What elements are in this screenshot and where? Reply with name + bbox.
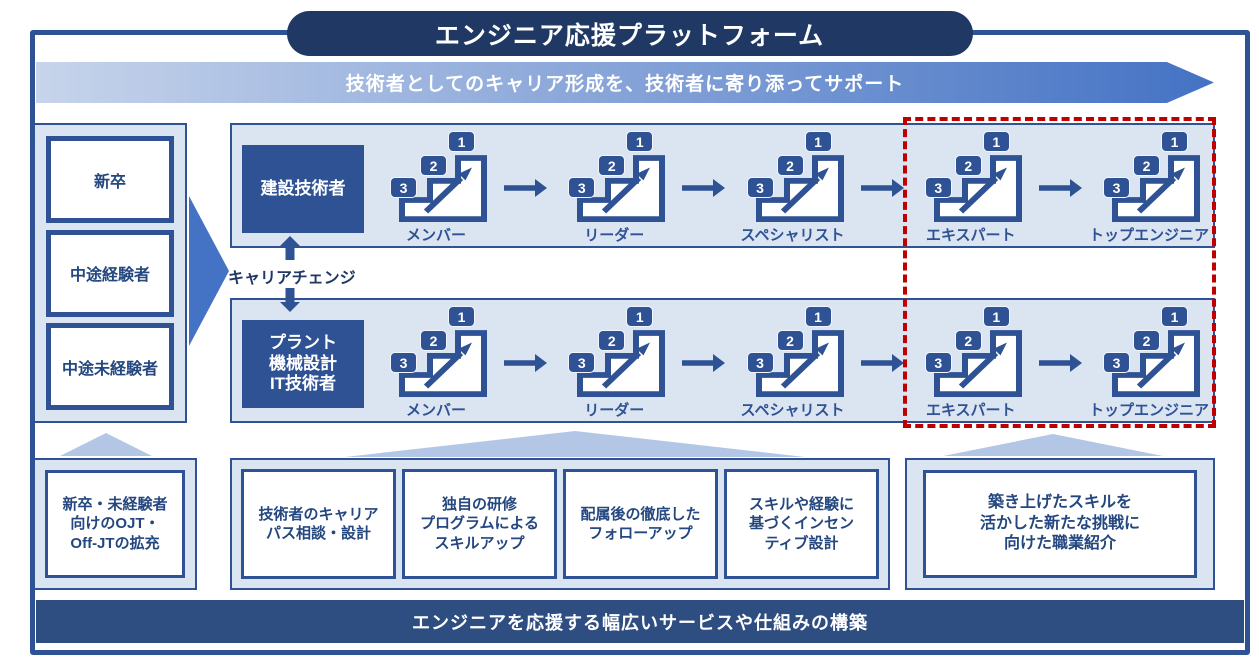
level-badge-1: 1: [1161, 306, 1188, 327]
stairs-up-icon: 1 2 3: [741, 131, 845, 223]
level-badge-2: 2: [598, 155, 626, 176]
stage-label: メンバー: [405, 227, 466, 244]
right-arrow-icon: [1037, 352, 1083, 374]
stage-label: エキスパート: [925, 402, 1016, 419]
stairs-up-icon: 1 2 3: [384, 306, 488, 398]
right-arrow-icon: [1037, 177, 1083, 199]
career-stage: 1 2 3 トップエンジニア: [1089, 131, 1209, 245]
support-panel-services: 技術者のキャリア パス相談・設計 独自の研修 プログラムによる スキルアップ 配…: [230, 458, 890, 590]
right-arrow-icon: [859, 352, 905, 374]
level-badge-3: 3: [924, 177, 952, 198]
stairs-up-icon: 1 2 3: [562, 131, 666, 223]
right-arrow-icon: [859, 177, 905, 199]
level-badge-3: 3: [390, 177, 417, 198]
level-badge-3: 3: [1103, 177, 1130, 198]
level-badge-3: 3: [568, 177, 596, 198]
stage-label: リーダー: [584, 227, 645, 244]
banner-text: 技術者としてのキャリア形成を、技術者に寄り添ってサポート: [345, 74, 905, 95]
footer-text: エンジニアを応援する幅広いサービスや仕組みの構築: [412, 612, 868, 633]
stairs-up-icon: 1 2 3: [384, 131, 488, 223]
stairs-up-icon: 1 2 3: [741, 306, 845, 398]
footer-banner: エンジニアを応援する幅広いサービスや仕組みの構築: [36, 600, 1244, 643]
entry-box-chuto-mikeikensha: 中途未経験者: [46, 323, 174, 410]
stage-label: リーダー: [584, 402, 645, 419]
support-panel-job-intro: 築き上げたスキルを 活かした新たな挑戦に 向けた職業紹介: [905, 458, 1215, 590]
career-stage: 1 2 3 スペシャリスト: [740, 131, 845, 245]
support-box-career-path: 技術者のキャリア パス相談・設計: [241, 469, 396, 579]
right-arrow-icon: [502, 177, 548, 199]
level-badge-1: 1: [626, 131, 654, 152]
entry-box-chuto-keikensha: 中途経験者: [46, 229, 174, 317]
career-ladder-row-construction: 建設技術者 1 2 3 メンバー 1 2 3 リーダー 1: [230, 123, 1215, 248]
support-box-training: 独自の研修 プログラムによる スキルアップ: [402, 469, 557, 579]
level-badge-1: 1: [804, 306, 832, 327]
right-arrow-icon: [680, 177, 726, 199]
level-badge-3: 3: [390, 352, 417, 373]
level-badge-1: 1: [448, 131, 475, 152]
career-stage: 1 2 3 スペシャリスト: [740, 306, 845, 420]
stage-label: スペシャリスト: [740, 227, 845, 244]
stairs-up-icon: 1 2 3: [1097, 306, 1201, 398]
career-stage: 1 2 3 エキスパート: [919, 131, 1023, 245]
right-arrow-icon: [502, 352, 548, 374]
career-stage: 1 2 3 メンバー: [384, 306, 488, 420]
career-stage: 1 2 3 リーダー: [562, 306, 666, 420]
support-box-followup: 配属後の徹底した フォローアップ: [563, 469, 718, 579]
level-badge-2: 2: [420, 155, 447, 176]
stairs-up-icon: 1 2 3: [919, 131, 1023, 223]
career-stage: 1 2 3 リーダー: [562, 131, 666, 245]
support-box-job-intro: 築き上げたスキルを 活かした新たな挑戦に 向けた職業紹介: [923, 470, 1197, 578]
level-badge-3: 3: [746, 177, 774, 198]
career-ladder-row-plant-it: プラント 機械設計 IT技術者 1 2 3 メンバー 1 2 3 リーダー: [230, 298, 1215, 423]
career-stage: 1 2 3 メンバー: [384, 131, 488, 245]
level-badge-1: 1: [448, 306, 475, 327]
level-badge-1: 1: [982, 131, 1010, 152]
level-badge-3: 3: [568, 352, 596, 373]
entry-right-arrow-icon: [189, 196, 229, 346]
stairs-up-icon: 1 2 3: [919, 306, 1023, 398]
stage-label: メンバー: [405, 402, 466, 419]
level-badge-1: 1: [982, 306, 1010, 327]
level-badge-2: 2: [954, 330, 982, 351]
entry-box-shinsotsu: 新卒: [46, 136, 174, 223]
stairs-up-icon: 1 2 3: [562, 306, 666, 398]
down-arrow-icon: [280, 288, 300, 312]
support-box-ojt: 新卒・未経験者 向けのOJT・ Off-JTの拡充: [45, 470, 185, 578]
stairs-up-icon: 1 2 3: [1097, 131, 1201, 223]
level-badge-2: 2: [776, 330, 804, 351]
level-badge-1: 1: [1161, 131, 1188, 152]
level-badge-2: 2: [776, 155, 804, 176]
role-box-plant-it: プラント 機械設計 IT技術者: [242, 320, 364, 408]
up-arrow-icon: [280, 236, 300, 260]
level-badge-1: 1: [626, 306, 654, 327]
level-badge-1: 1: [804, 131, 832, 152]
level-badge-3: 3: [746, 352, 774, 373]
level-badge-2: 2: [420, 330, 447, 351]
career-change-connector: キャリアチェンジ: [228, 236, 388, 312]
level-badge-2: 2: [954, 155, 982, 176]
level-badge-2: 2: [1133, 330, 1160, 351]
ladder-track: 1 2 3 メンバー 1 2 3 リーダー 1 2 3 スペシャリ: [384, 125, 1209, 245]
stage-label: トップエンジニア: [1089, 227, 1210, 244]
page-title: エンジニア応援プラットフォーム: [286, 11, 973, 56]
career-change-label: キャリアチェンジ: [228, 270, 356, 287]
stage-label: エキスパート: [925, 227, 1016, 244]
career-stage: 1 2 3 エキスパート: [919, 306, 1023, 420]
level-badge-3: 3: [924, 352, 952, 373]
stage-label: スペシャリスト: [740, 402, 845, 419]
ladder-track: 1 2 3 メンバー 1 2 3 リーダー 1 2 3 スペシャリ: [384, 300, 1209, 420]
career-stage: 1 2 3 トップエンジニア: [1089, 306, 1209, 420]
level-badge-3: 3: [1103, 352, 1130, 373]
support-panel-ojt: 新卒・未経験者 向けのOJT・ Off-JTの拡充: [33, 458, 197, 590]
level-badge-2: 2: [598, 330, 626, 351]
role-box-construction: 建設技術者: [242, 145, 364, 233]
level-badge-2: 2: [1133, 155, 1160, 176]
support-box-incentive: スキルや経験に 基づくインセン ティブ設計: [724, 469, 879, 579]
stage-label: トップエンジニア: [1089, 402, 1210, 419]
support-banner-arrow: 技術者としてのキャリア形成を、技術者に寄り添ってサポート: [36, 62, 1214, 103]
entry-types-panel: 新卒 中途経験者 中途未経験者: [33, 123, 187, 423]
right-arrow-icon: [680, 352, 726, 374]
